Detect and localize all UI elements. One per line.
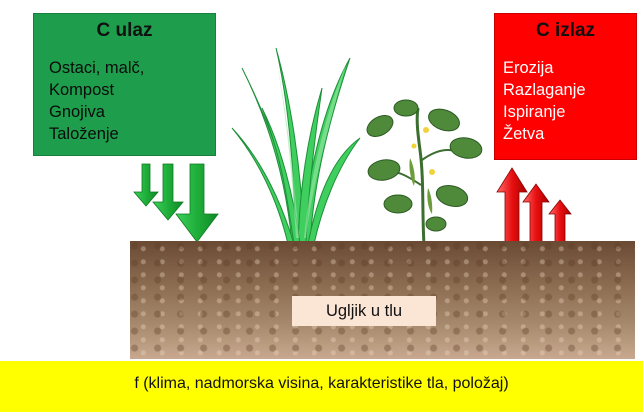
- carbon-input-item: Kompost: [49, 79, 144, 101]
- down-arrow-small: [134, 164, 158, 206]
- up-arrow-small: [549, 200, 571, 242]
- soil-carbon-label: Ugljik u tlu: [292, 296, 436, 326]
- factors-banner: f (klima, nadmorska visina, karakteristi…: [0, 361, 643, 412]
- up-arrow-medium: [523, 184, 549, 242]
- bean-plant-icon: [366, 100, 486, 245]
- carbon-output-box: C izlaz Erozija Razlaganje Ispiranje Žet…: [494, 13, 637, 160]
- carbon-output-list: Erozija Razlaganje Ispiranje Žetva: [503, 57, 586, 145]
- up-arrow-large: [497, 168, 527, 242]
- carbon-input-title: C ulaz: [34, 20, 215, 42]
- carbon-input-box: C ulaz Ostaci, malč, Kompost Gnojiva Tal…: [33, 13, 216, 156]
- carbon-input-item: Taloženje: [49, 123, 144, 145]
- down-arrow-icon: [134, 164, 224, 244]
- carbon-input-item: Ostaci, malč,: [49, 57, 144, 79]
- up-arrow-icon: [497, 164, 577, 244]
- carbon-output-item: Žetva: [503, 123, 586, 145]
- carbon-output-title: C izlaz: [495, 20, 636, 42]
- grass-icon: [232, 48, 362, 244]
- carbon-output-item: Erozija: [503, 57, 586, 79]
- carbon-input-list: Ostaci, malč, Kompost Gnojiva Taloženje: [49, 57, 144, 145]
- carbon-output-item: Ispiranje: [503, 101, 586, 123]
- carbon-input-item: Gnojiva: [49, 101, 144, 123]
- factors-text: f (klima, nadmorska visina, karakteristi…: [0, 375, 643, 393]
- carbon-output-item: Razlaganje: [503, 79, 586, 101]
